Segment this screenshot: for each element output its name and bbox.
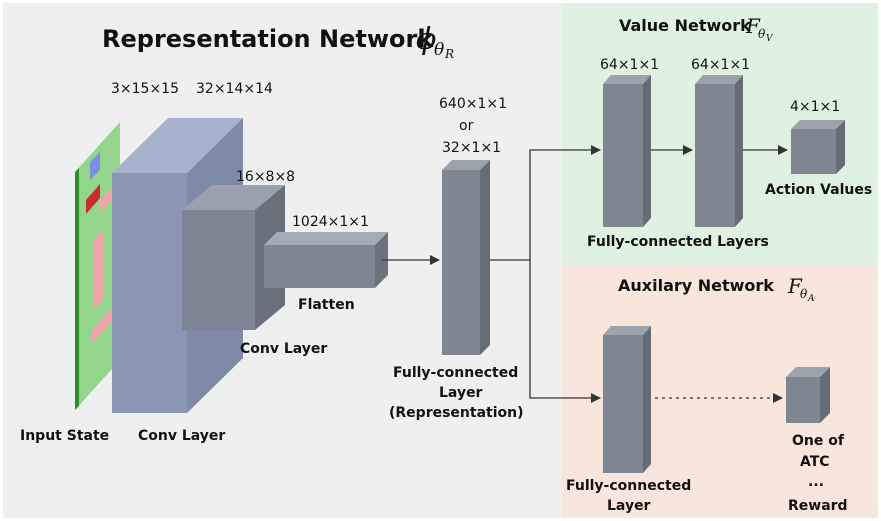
svg-text:θ: θ	[758, 27, 766, 41]
svg-text:F: F	[745, 14, 761, 38]
dim-value-fc2: 64×1×1	[691, 57, 750, 73]
arrow-fc-to-aux	[529, 260, 601, 403]
svg-text:F: F	[787, 274, 803, 298]
label-aux-fc-line1: Fully-connected	[566, 478, 691, 494]
dim-fc-line1: 640×1×1	[439, 96, 507, 112]
label-aux-out-line2: ATC	[800, 454, 830, 470]
label-value-fc-layers: Fully-connected Layers	[587, 234, 769, 250]
dim-fc-line3: 32×1×1	[442, 140, 501, 156]
label-aux-out-line4: Reward	[788, 498, 848, 514]
label-conv-layer-2: Conv Layer	[240, 341, 327, 357]
connectors	[382, 145, 788, 403]
label-aux-fc-line2: Layer	[607, 498, 651, 514]
action-values-block	[791, 120, 845, 174]
dim-conv2: 16×8×8	[236, 169, 295, 185]
fc-representation-block	[442, 160, 490, 355]
svg-text:R: R	[444, 47, 454, 61]
arrow-fc-to-value	[490, 145, 601, 261]
svg-text:ϕ: ϕ	[416, 22, 436, 57]
label-fc-rep-line3: (Representation)	[389, 405, 524, 421]
label-flatten: Flatten	[298, 297, 355, 313]
label-action-values: Action Values	[765, 182, 872, 198]
dim-value-fc1: 64×1×1	[600, 57, 659, 73]
dim-conv1: 32×14×14	[196, 81, 273, 97]
dim-input: 3×15×15	[111, 81, 179, 97]
svg-text:θ: θ	[434, 40, 444, 60]
label-aux-out-line1: One of	[792, 433, 845, 449]
label-fc-rep-line2: Layer	[439, 385, 483, 401]
dim-value-out: 4×1×1	[790, 99, 840, 115]
label-input-state: Input State	[20, 428, 109, 444]
dim-flatten: 1024×1×1	[292, 214, 369, 230]
auxiliary-network-title: Auxilary Network	[618, 276, 774, 295]
flatten-block	[264, 232, 388, 288]
aux-output-block	[786, 367, 830, 423]
auxiliary-network-title-math: F θ A	[787, 274, 815, 304]
svg-text:θ: θ	[800, 287, 808, 301]
svg-text:V: V	[766, 34, 774, 44]
aux-fc-block	[603, 326, 651, 473]
dim-fc-line2: or	[459, 118, 474, 134]
representation-title: Representation Network	[102, 25, 434, 53]
value-fc2-block	[695, 75, 743, 227]
label-fc-rep-line1: Fully-connected	[393, 365, 518, 381]
value-network-title-math: F θ V	[745, 14, 774, 44]
label-aux-out-line3: ...	[808, 474, 824, 490]
value-network-title: Value Network	[619, 16, 751, 35]
value-fc1-block	[603, 75, 651, 227]
representation-title-math: ϕ θ R	[416, 22, 454, 61]
label-conv-layer-1: Conv Layer	[138, 428, 225, 444]
svg-text:A: A	[807, 294, 815, 304]
